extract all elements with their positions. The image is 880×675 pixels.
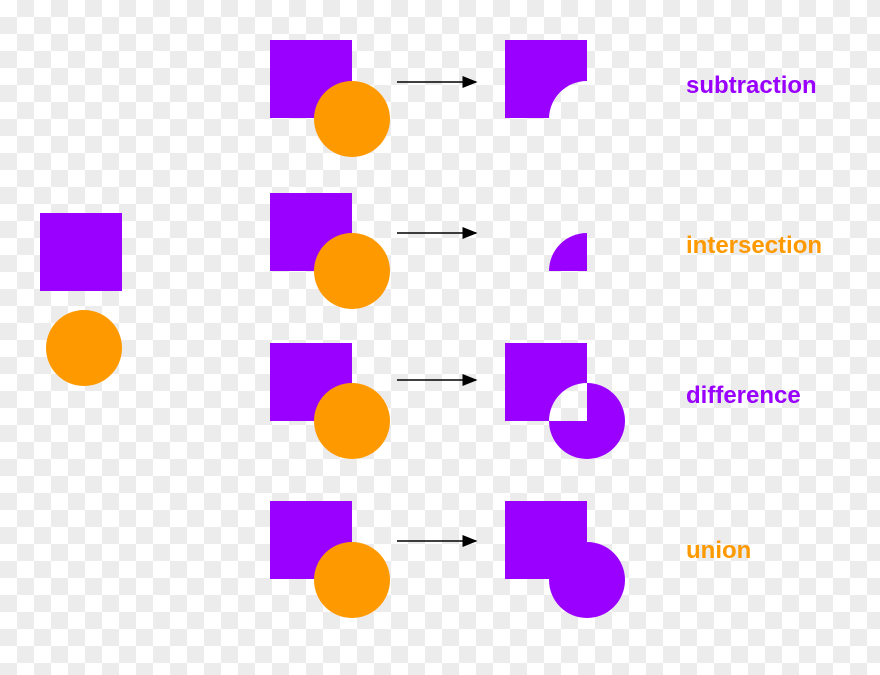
row-union <box>270 501 625 618</box>
row-intersection <box>270 193 587 309</box>
row-subtraction <box>270 40 587 157</box>
input-circle <box>314 542 390 618</box>
input-circle <box>314 233 390 309</box>
result-union-circle <box>549 542 625 618</box>
source-circle <box>46 310 122 386</box>
input-circle <box>314 383 390 459</box>
label-subtraction: subtraction <box>686 72 817 99</box>
result-intersection <box>549 233 587 271</box>
result-difference <box>505 343 625 459</box>
source-square <box>40 213 122 291</box>
input-circle <box>314 81 390 157</box>
label-union: union <box>686 537 752 564</box>
row-difference <box>270 343 625 459</box>
label-difference: difference <box>686 382 801 409</box>
result-subtraction <box>505 40 587 118</box>
label-intersection: intersection <box>686 232 823 259</box>
